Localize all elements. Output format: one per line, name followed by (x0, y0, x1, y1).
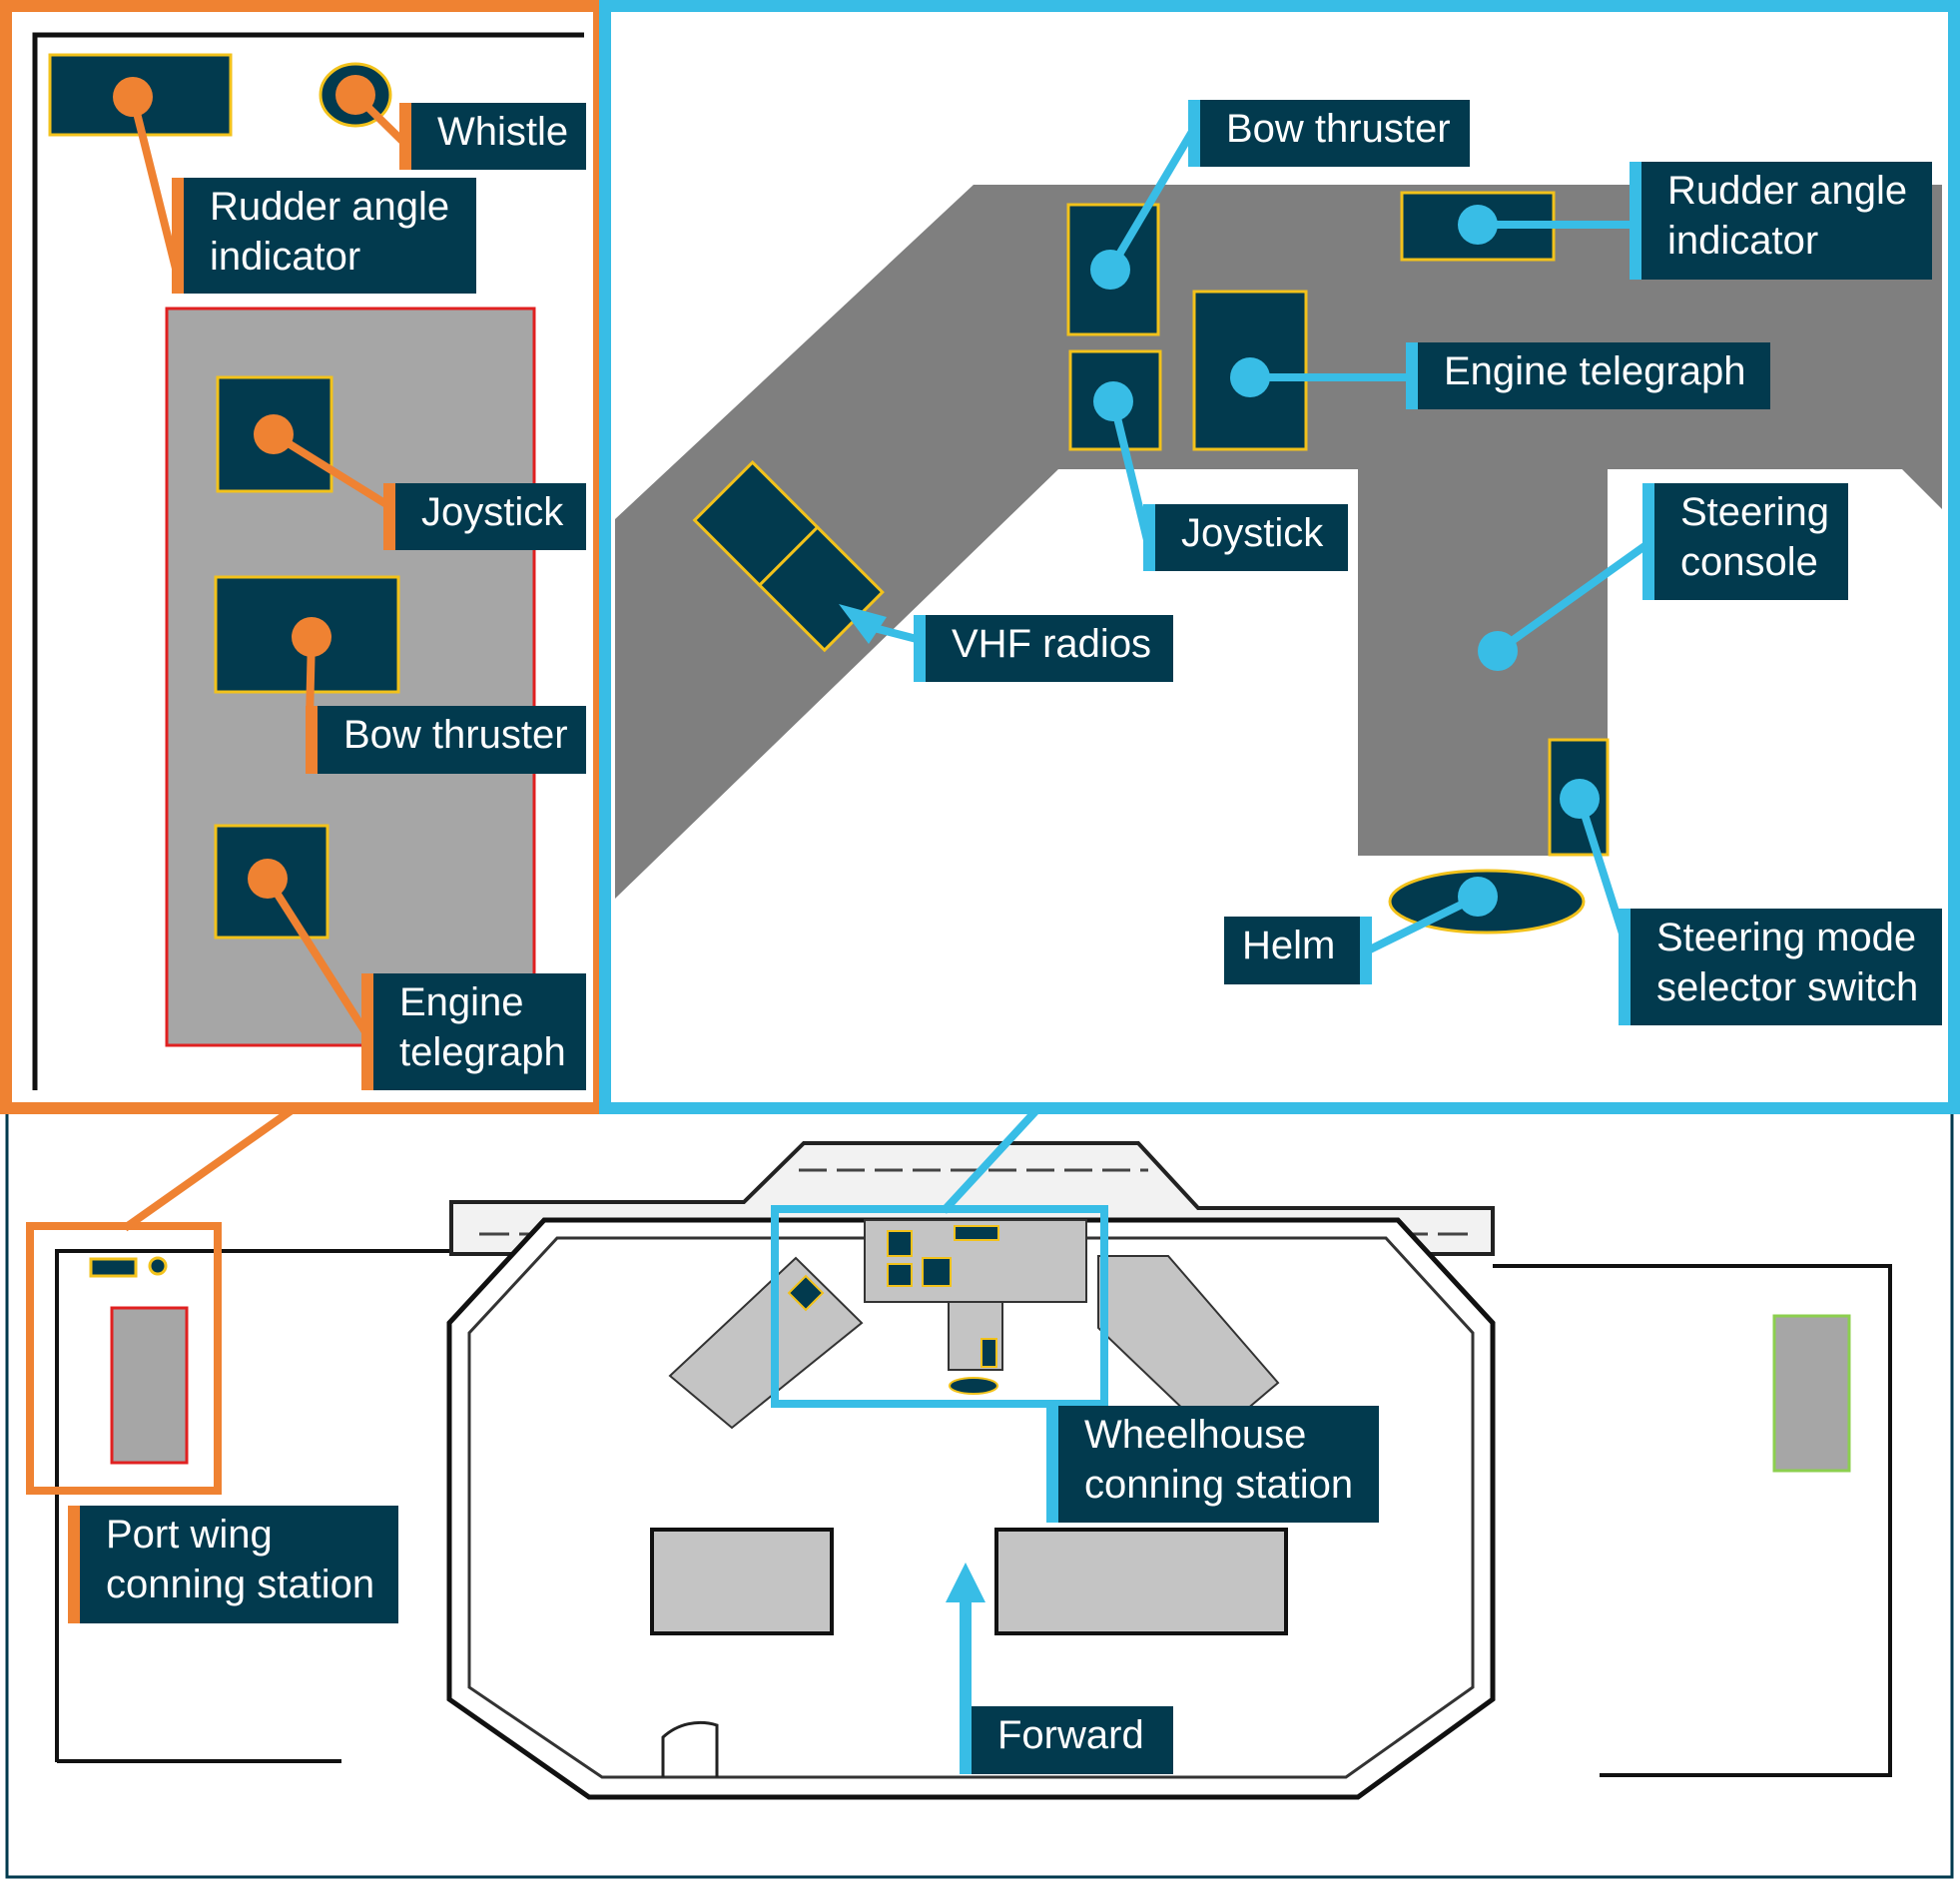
leader-steering-mode-switch (1576, 797, 1627, 936)
label-rudder-angle-indicator: Rudder angle indicator (172, 178, 476, 294)
label-port-wing-conning-station: Port wing conning station (68, 1506, 398, 1623)
leader-dot-whistle (335, 75, 375, 115)
label-text-line-1: Steering (1680, 490, 1829, 534)
leader-dot-steering-console (1478, 631, 1518, 671)
leader-dot-bow-thruster (292, 617, 331, 657)
port-wing-inset (0, 0, 605, 1114)
plan-engine-telegraph (922, 1257, 952, 1287)
port-wing-inset-wall (32, 32, 584, 1090)
label-steering-console: Steering console (1642, 483, 1848, 600)
bridge-plan (5, 1106, 1954, 1879)
port-wing-leaders (113, 75, 414, 1041)
leader-steering-console (1495, 540, 1650, 655)
leader-dot-rudder-indicator (113, 77, 153, 117)
plan-rudder-indicator (954, 1225, 999, 1241)
label-text: VHF radios (952, 622, 1152, 666)
leader-dot-bow-thruster (1090, 250, 1130, 290)
label-text-line-2: conning station (106, 1563, 375, 1606)
label-text: Whistle (437, 110, 569, 154)
label-text-line-2: indicator (1667, 219, 1819, 263)
label-text: Joystick (1181, 511, 1324, 555)
label-joystick: Joystick (1143, 504, 1348, 571)
leader-dot-engine-telegraph (248, 859, 288, 899)
leader-joystick (1109, 400, 1152, 545)
label-text-line-2: telegraph (399, 1030, 566, 1074)
port-wing-whistle (148, 1256, 168, 1276)
port-wing-outline (55, 1249, 454, 1762)
label-text: Bow thruster (1226, 107, 1451, 151)
leader-dot-joystick (1093, 381, 1133, 421)
label-text-line-2: indicator (210, 235, 361, 279)
label-text: Helm (1242, 924, 1336, 967)
wheelhouse-highlight-box (771, 1205, 1108, 1408)
chart-table-starboard (994, 1528, 1288, 1635)
leader-dot-rudder-indicator (1458, 205, 1498, 245)
wheelhouse-leaders (839, 127, 1650, 954)
starboard-wing-console (1772, 1314, 1851, 1473)
connector-port-wing (122, 1104, 298, 1232)
label-bow-thruster: Bow thruster (306, 706, 586, 774)
label-rudder-angle-indicator: Rudder angle indicator (1630, 162, 1932, 280)
label-text-line-1: Rudder angle (210, 185, 450, 229)
leader-dot-engine-telegraph (1230, 357, 1270, 397)
inset-engine-telegraph (1192, 290, 1308, 451)
plan-bow-thruster (887, 1230, 913, 1257)
leader-dot-steering-mode-switch (1560, 779, 1600, 819)
label-text-line-1: Engine (399, 980, 524, 1024)
leader-joystick (271, 430, 389, 508)
label-text: Joystick (421, 490, 564, 534)
label-steering-mode-selector-switch: Steering mode selector switch (1619, 909, 1942, 1025)
label-text-line-1: Wheelhouse (1084, 1413, 1307, 1457)
leader-dot-helm (1458, 877, 1498, 917)
label-engine-telegraph: Engine telegraph (361, 973, 586, 1090)
port-wing-console (110, 1306, 189, 1465)
label-text-line-1: Port wing (106, 1513, 273, 1557)
label-vhf-radios: VHF radios (914, 615, 1173, 682)
plan-vhf-radios (787, 1274, 825, 1312)
port-wing-rudder-indicator (89, 1257, 138, 1278)
label-engine-telegraph: Engine telegraph (1406, 342, 1770, 409)
label-text-line-2: selector switch (1656, 965, 1919, 1009)
wheelhouse-door (661, 1720, 719, 1777)
leader-bow-thruster (1106, 127, 1197, 273)
chart-table-port (650, 1528, 834, 1635)
label-text-line-1: Steering mode (1656, 916, 1917, 959)
wheelhouse-inner-wall (467, 1236, 1475, 1779)
label-whistle: Whistle (399, 103, 586, 170)
leader-arrowhead-vhf-radios (839, 604, 887, 644)
plan-steering-mode-switch (980, 1338, 997, 1368)
label-text-line-2: console (1680, 540, 1818, 584)
label-forward: Forward (960, 1706, 1173, 1774)
connector-wheelhouse (941, 1105, 1041, 1214)
label-bow-thruster: Bow thruster (1188, 100, 1470, 167)
leader-helm (1366, 893, 1480, 954)
label-text-line-1: Rudder angle (1667, 169, 1908, 213)
plan-helm (949, 1377, 998, 1395)
label-helm: Helm (1224, 917, 1372, 984)
label-text-line-2: conning station (1084, 1463, 1354, 1507)
label-joystick: Joystick (383, 483, 586, 550)
leader-dot-joystick (254, 414, 294, 454)
starboard-wing-outline (1493, 1264, 1892, 1777)
plan-joystick (887, 1263, 913, 1287)
forward-arrow-head (946, 1563, 985, 1602)
label-text: Engine telegraph (1444, 349, 1746, 393)
label-text: Forward (997, 1713, 1144, 1757)
label-text: Bow thruster (343, 713, 568, 757)
leader-engine-telegraph (264, 876, 373, 1041)
label-wheelhouse-conning-station: Wheelhouse conning station (1046, 1406, 1379, 1523)
